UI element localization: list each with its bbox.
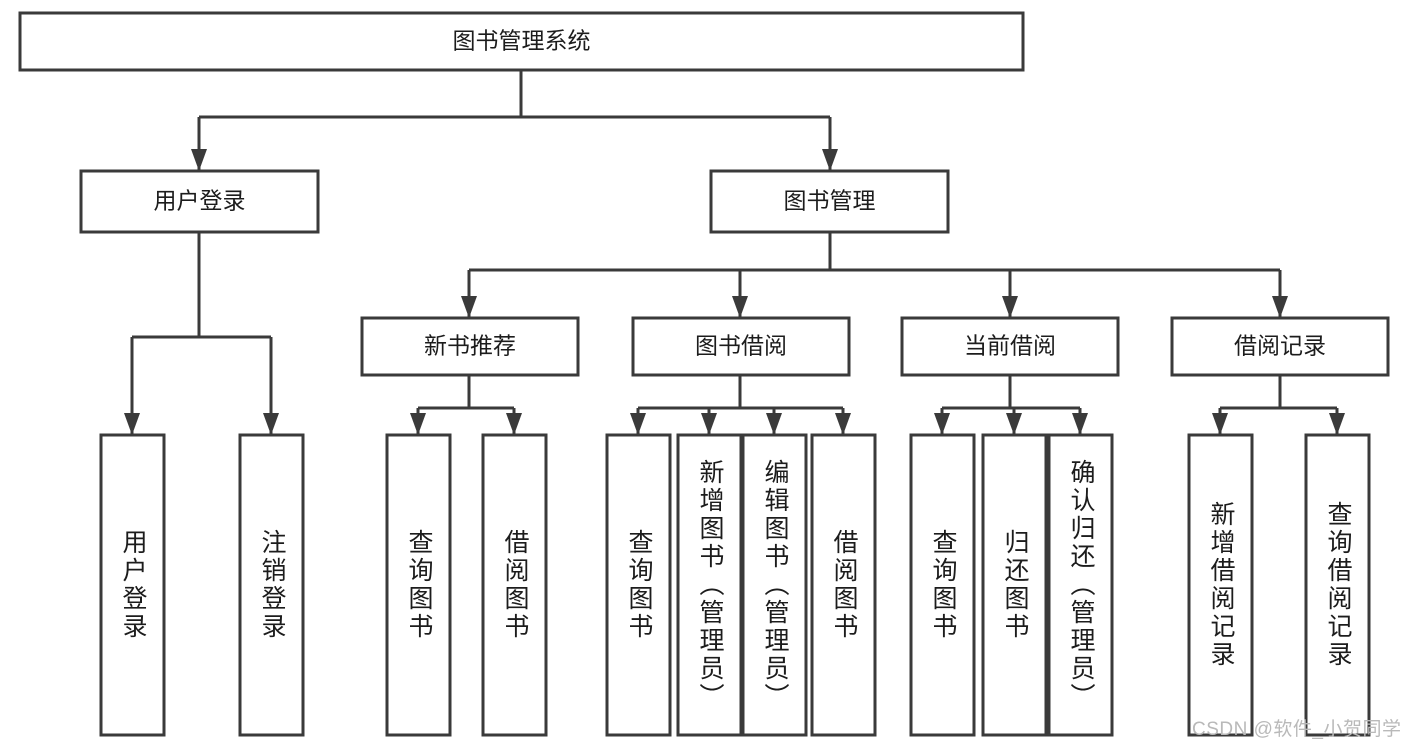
node-level3-label-1: 图书借阅 (695, 333, 787, 359)
node-level2-label-0: 用户登录 (154, 188, 246, 214)
newbook-to-leaves-arrowhead-0 (410, 413, 426, 435)
node-level3-0[interactable] (360, 316, 580, 377)
record-to-leaves-arrowhead-0 (1212, 413, 1228, 435)
node-level2-1[interactable] (709, 169, 950, 234)
node-leaf-1[interactable] (238, 433, 305, 737)
current-to-leaves-arrowhead-2 (1072, 413, 1088, 435)
node-leaf-9[interactable] (981, 433, 1048, 737)
borrow-to-leaves-arrowhead-3 (835, 413, 851, 435)
node-leaf-3[interactable] (481, 433, 548, 737)
bookmgmt-to-level3-arrowhead-1 (732, 296, 748, 318)
node-leaf-4[interactable] (605, 433, 672, 737)
node-level3-2[interactable] (900, 316, 1120, 377)
node-level2-0[interactable] (79, 169, 320, 234)
borrow-to-leaves-arrowhead-2 (766, 413, 782, 435)
node-leaf-10[interactable] (1047, 433, 1114, 737)
node-level2-label-1: 图书管理 (784, 188, 876, 214)
newbook-to-leaves-arrowhead-1 (506, 413, 522, 435)
node-level3-3[interactable] (1170, 316, 1390, 377)
current-to-leaves-arrowhead-1 (1006, 413, 1022, 435)
current-to-leaves-arrowhead-0 (934, 413, 950, 435)
node-level3-label-3: 借阅记录 (1234, 333, 1326, 359)
node-leaf-11[interactable] (1187, 433, 1254, 737)
userlogin-to-leaves-arrowhead-1 (263, 413, 279, 435)
node-leaf-0[interactable] (99, 433, 166, 737)
node-root-图书管理系统[interactable] (18, 11, 1025, 72)
borrow-to-leaves-arrowhead-0 (630, 413, 646, 435)
connectors-layer (124, 70, 1345, 435)
record-to-leaves-arrowhead-1 (1329, 413, 1345, 435)
node-leaf-8[interactable] (909, 433, 976, 737)
node-root-label: 图书管理系统 (453, 28, 591, 54)
node-leaf-12[interactable] (1304, 433, 1371, 737)
node-leaf-7[interactable] (810, 433, 877, 737)
node-leaf-6[interactable] (741, 433, 808, 737)
node-level3-label-2: 当前借阅 (964, 333, 1056, 359)
node-level3-label-0: 新书推荐 (424, 333, 516, 359)
bookmgmt-to-level3-arrowhead-0 (461, 296, 477, 318)
boxes-layer (18, 11, 1390, 737)
borrow-to-leaves-arrowhead-1 (701, 413, 717, 435)
root-to-level2-arrowhead-1 (822, 149, 838, 171)
node-leaf-2[interactable] (385, 433, 452, 737)
bookmgmt-to-level3-arrowhead-2 (1002, 296, 1018, 318)
node-leaf-5[interactable] (676, 433, 743, 737)
csdn-watermark: CSDN @软件_小贺同学 (1192, 719, 1402, 740)
node-level3-1[interactable] (631, 316, 851, 377)
userlogin-to-leaves-arrowhead-0 (124, 413, 140, 435)
bookmgmt-to-level3-arrowhead-3 (1272, 296, 1288, 318)
root-to-level2-arrowhead-0 (191, 149, 207, 171)
